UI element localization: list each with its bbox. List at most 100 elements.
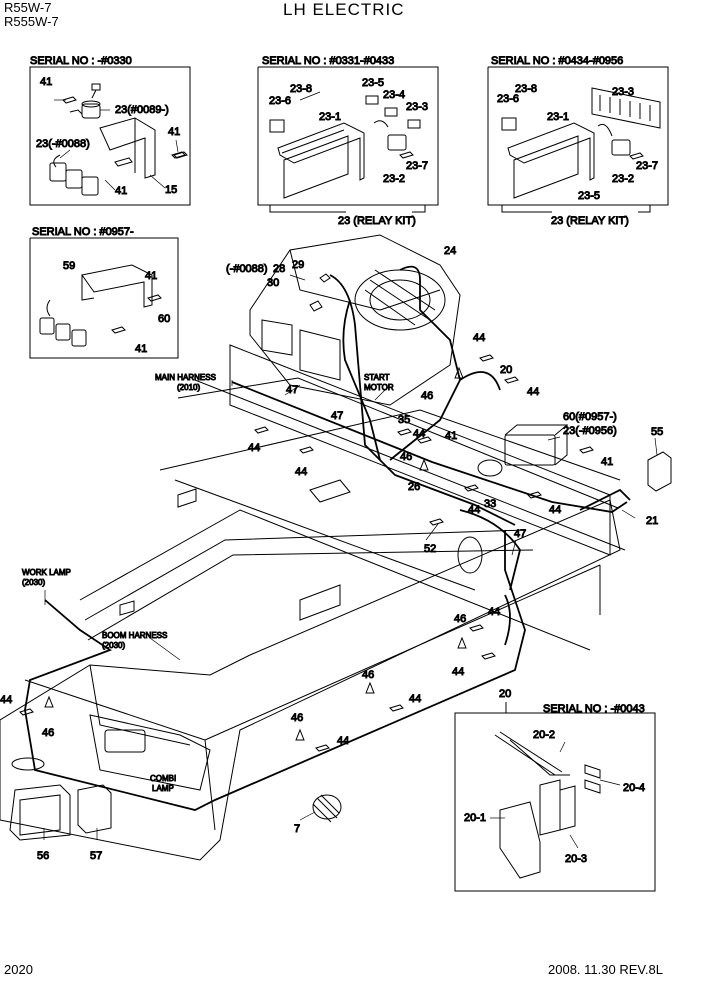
callout-number: 44 [473,332,485,344]
inset-frame-serial-0043 [454,702,656,892]
relay-assembly-inset2 [269,95,421,199]
callout-number: 35 [398,414,410,426]
callout-number: 59 [63,260,75,272]
serial-label-0957: SERIAL NO : #0957- [32,226,134,238]
callout-number: START [364,373,390,382]
serial-label-0331-0433: SERIAL NO : #0331-#0433 [262,55,394,67]
callout-number: 23-6 [269,95,291,107]
callout-number: 41 [40,76,52,88]
callout-number: MOTOR [364,383,394,392]
bolt-markers [19,96,594,752]
callout-number: 55 [651,426,663,438]
page-title: LH ELECTRIC [283,0,405,19]
callout-number: 20-4 [623,782,645,794]
callout-number: 44 [409,693,421,705]
callout-number: WORK LAMP [22,568,71,577]
callout-number: 41 [115,185,127,197]
callout-number: 23-1 [319,111,341,123]
callout-number: 23-5 [362,77,384,89]
callout-number: 33 [484,498,496,510]
inset-frame-serial-0957 [29,237,179,359]
callout-number: 60 [158,313,170,325]
callout-number: 44 [527,386,539,398]
serial-label-0330: SERIAL NO : -#0330 [30,55,132,67]
callout-number: 20-3 [565,853,587,865]
callout-number: 44 [337,735,349,747]
callout-number: 23-7 [406,160,428,172]
callout-number: 47 [514,528,526,540]
callout-number: 28 [273,263,285,275]
callout-number: 44 [549,504,561,516]
callout-number: 41 [135,343,147,355]
callout-number: 46 [362,669,374,681]
callout-number: 47 [331,410,343,422]
page-number: 2020 [4,962,33,977]
callout-number: 46 [421,390,433,402]
callout-number: (2010) [177,383,200,392]
callout-number: 23(#0089-) [115,104,169,116]
callout-number: 44 [248,442,260,454]
callout-number: 20-1 [464,812,486,824]
callout-number: 46 [42,727,54,739]
model-number-alt: R555W-7 [4,14,59,29]
relay-assembly-inset4 [39,264,162,347]
callout-number: 23-8 [290,83,312,95]
revision-date: 2008. 11.30 REV.8L [548,962,663,977]
inset-frame-serial-0330 [29,66,191,206]
relay-kit-label-a: 23 (RELAY KIT) [338,215,416,227]
callout-number: 60(#0957-) [563,411,617,423]
callout-number: 23-1 [547,111,569,123]
callout-number: 47 [286,384,298,396]
serial-label-0043: SERIAL NO : -#0043 [543,703,645,715]
callout-number: MAIN HARNESS [155,373,216,382]
callout-number: 41 [445,430,457,442]
relay-assembly-inset1 [49,83,186,196]
callout-number: 26 [408,481,420,493]
serial-label-0434-0956: SERIAL NO : #0434-#0956 [491,55,623,67]
callout-number: 20-2 [533,729,555,741]
callout-number: 41 [168,126,180,138]
callout-number: 44 [0,694,12,706]
callout-number: 23-3 [406,101,428,113]
model-number: R55W-7 [4,0,52,15]
callout-number: 23-2 [612,173,634,185]
callout-number: 23-5 [578,190,600,202]
callout-number: 41 [601,456,613,468]
callout-number: 23-7 [636,160,658,172]
upper-frame-body [0,234,672,879]
callout-number: 23-4 [383,89,405,101]
callout-number: 23-6 [497,93,519,105]
callout-number: 15 [165,184,177,196]
callout-number: 30 [267,277,279,289]
callout-number: LAMP [152,784,174,793]
callout-number: 20 [500,364,512,376]
callout-number: 57 [90,850,102,862]
relay-assembly-inset3 [501,87,661,199]
callout-number: 20 [499,688,511,700]
callout-number: 23(-#0088) [36,138,90,150]
wiring-harness [24,265,631,811]
callout-number: 52 [424,543,436,555]
callout-number: 44 [295,466,307,478]
callout-number: 44 [452,666,464,678]
callout-number: 56 [37,850,49,862]
callout-number: 44 [488,606,500,618]
inset-frame-serial-0331-0433 [257,66,439,206]
callout-number: 24 [444,245,456,257]
callout-number: 44 [413,428,425,440]
callout-number: 46 [291,712,303,724]
inset-frame-serial-0434-0956 [487,66,669,206]
callout-number: 29 [292,259,304,271]
relay-kit-label-b: 23 (RELAY KIT) [551,215,629,227]
callout-number: COMBI [150,774,176,783]
callout-number: 23(-#0956) [563,425,617,437]
callout-number: 23-3 [612,86,634,98]
callout-number: 46 [454,613,466,625]
callout-number: BOOM HARNESS [102,631,167,640]
callout-number: 21 [646,515,658,527]
callout-number: 7 [294,823,300,835]
callout-labels: SERIAL NO : -#0330 SERIAL NO : #0331-#04… [0,55,664,866]
callout-number: 46 [400,451,412,463]
callout-number: 41 [145,270,157,282]
